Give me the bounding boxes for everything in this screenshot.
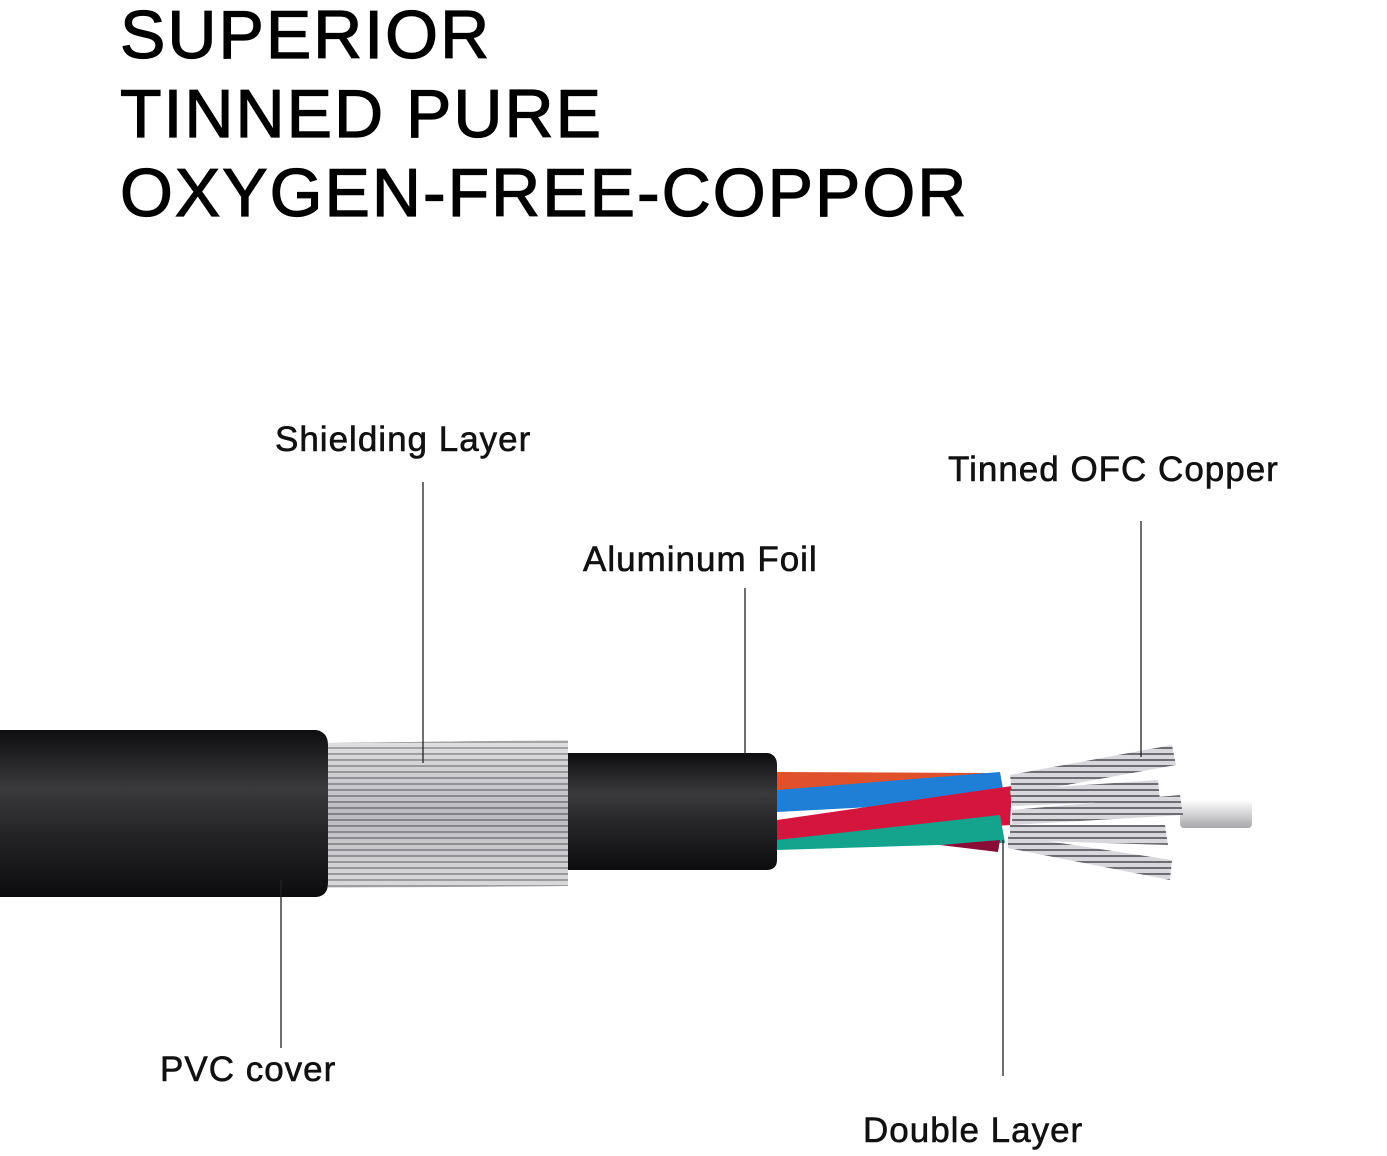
aluminum-foil: [568, 753, 777, 870]
inner-wires: [777, 772, 1012, 852]
label-pvc-cover: PVC cover: [160, 1050, 337, 1090]
tinned-copper-strands: [1008, 745, 1252, 880]
page-title: SUPERIOR TINNED PURE OXYGEN-FREE-COPPOR: [119, 0, 969, 233]
pvc-cover: [0, 730, 328, 897]
label-shielding-layer: Shielding Layer: [275, 420, 532, 460]
title-line-3: OXYGEN-FREE-COPPOR: [119, 154, 969, 231]
label-aluminum-foil: Aluminum Foil: [583, 540, 818, 580]
title-line-2: TINNED PURE: [119, 75, 603, 152]
label-double-layer: Double Layer: [863, 1111, 1084, 1151]
leader-lines: [280, 482, 1142, 1076]
label-tinned-ofc-copper: Tinned OFC Copper: [948, 450, 1279, 490]
title-line-1: SUPERIOR: [119, 0, 492, 74]
